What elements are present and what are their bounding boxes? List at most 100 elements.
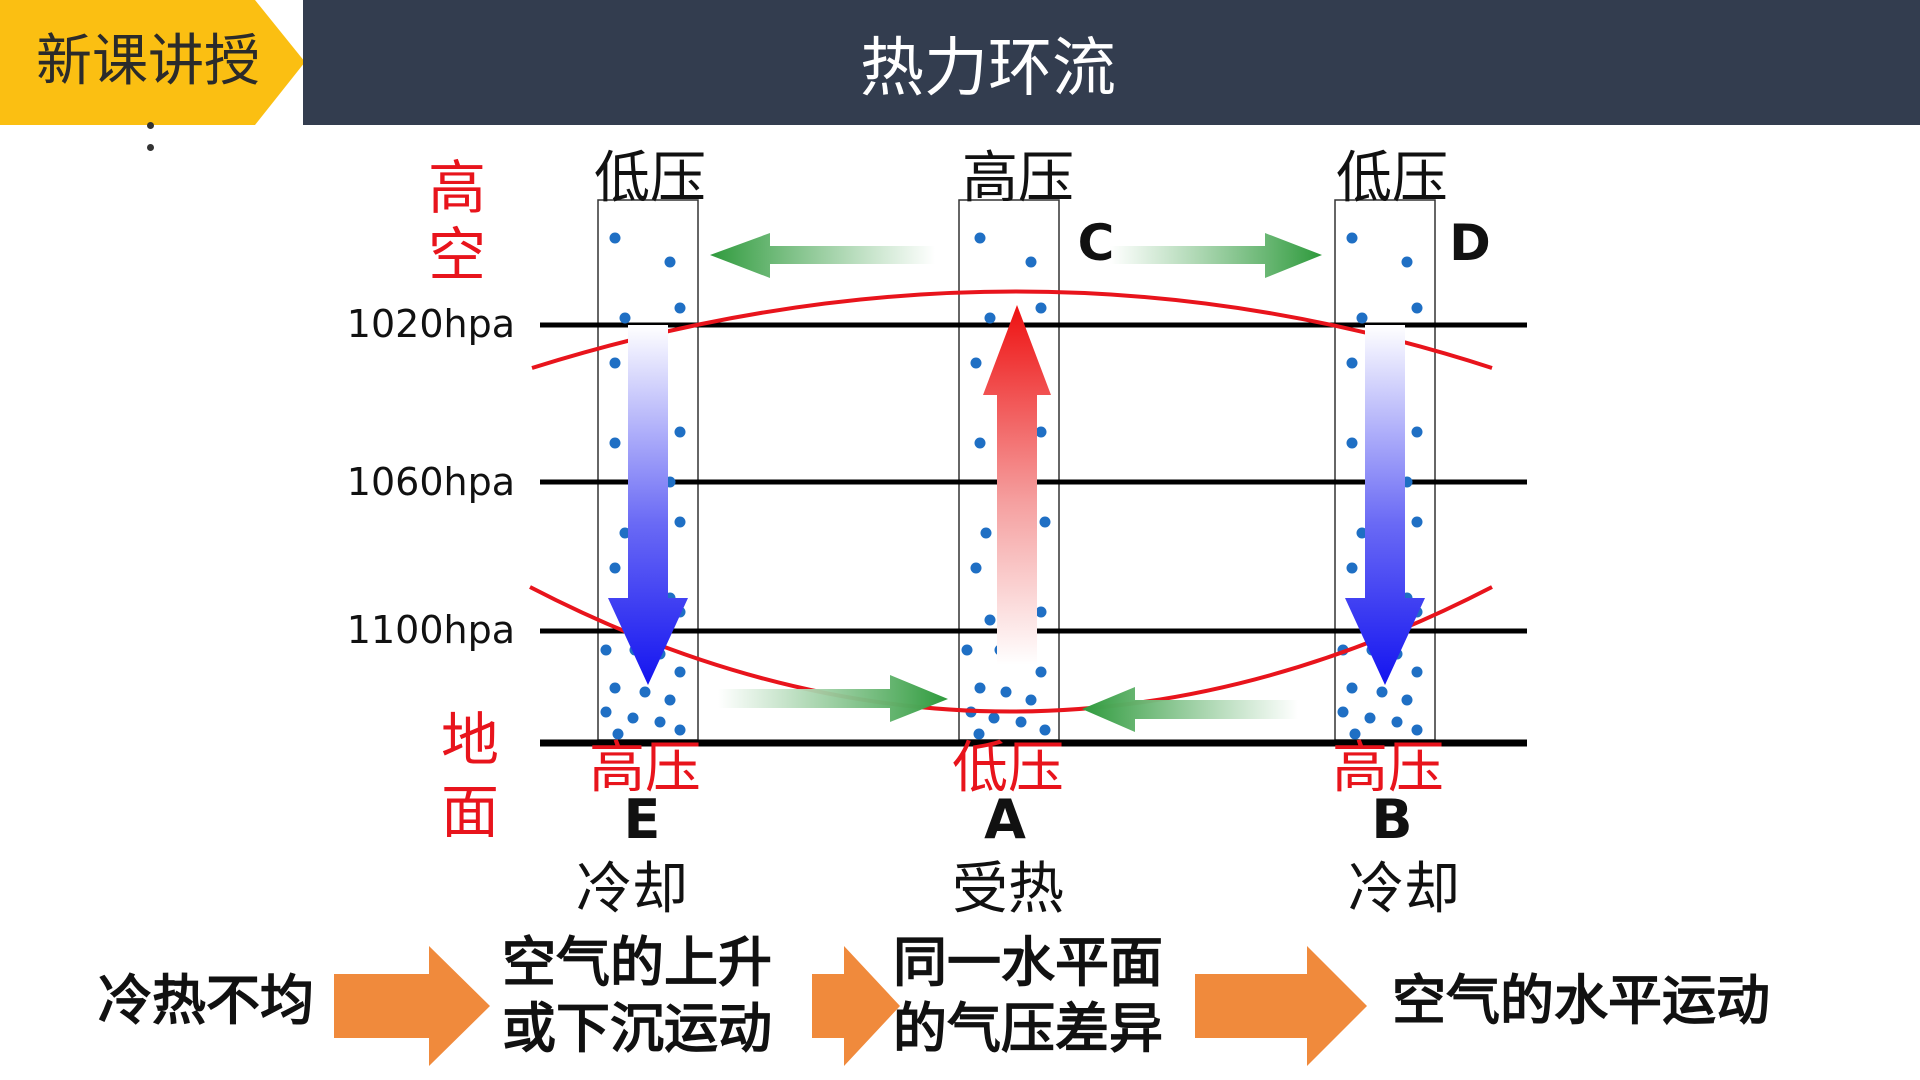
flow-step-uneven-heating: 冷热不均 <box>98 969 314 1032</box>
side-label-lower: 地 面 <box>441 706 499 846</box>
isobar-label-1100: 1100hpa <box>347 608 515 652</box>
air-molecule-dot <box>1035 426 1047 438</box>
flow-arrow-3 <box>1195 946 1367 1066</box>
air-molecule-dot <box>974 437 986 449</box>
air-molecule-dot <box>1401 694 1413 706</box>
air-molecule-dot <box>1346 682 1358 694</box>
air-molecule-dot <box>674 426 686 438</box>
air-molecule-dot <box>1039 724 1051 736</box>
rising-air-arrow-A <box>983 305 1051 665</box>
air-molecule-dot <box>1349 728 1361 740</box>
flow-step-vertical-motion-2: 或下沉运动 <box>502 997 772 1060</box>
air-molecule-dot <box>619 527 631 539</box>
isobar-label-1020: 1020hpa <box>347 302 515 346</box>
air-molecule-dot <box>961 644 973 656</box>
air-molecule-dot <box>1015 716 1027 728</box>
sinking-air-arrow-E <box>608 325 688 685</box>
air-molecule-dot <box>1039 516 1051 528</box>
air-molecule-dot <box>674 666 686 678</box>
upper-wind-arrow-to-E <box>710 233 935 278</box>
pressure-label-top-A: 高压 <box>962 146 1074 211</box>
air-molecule-dot <box>1025 694 1037 706</box>
air-molecule-dot <box>664 256 676 268</box>
pressure-label-top-B: 低压 <box>1336 146 1448 211</box>
air-molecule-dot <box>984 312 996 324</box>
air-molecule-dot <box>1346 357 1358 369</box>
pressure-label-top-E: 低压 <box>594 146 706 211</box>
air-molecule-dot <box>609 357 621 369</box>
air-molecule-dot <box>1346 437 1358 449</box>
air-molecule-dot <box>609 562 621 574</box>
flow-arrow-2 <box>812 946 900 1066</box>
condition-label-B: 冷却 <box>1348 857 1460 920</box>
point-label-D: D <box>1449 214 1491 272</box>
air-molecule-dot <box>1356 312 1368 324</box>
pressure-label-ground-E: 高压 <box>589 736 701 801</box>
air-molecule-dot <box>612 728 624 740</box>
flow-step-horizontal-motion: 空气的水平运动 <box>1392 969 1770 1032</box>
air-molecule-dot <box>654 716 666 728</box>
pressure-label-ground-A: 低压 <box>952 736 1064 801</box>
air-molecule-dot <box>1346 562 1358 574</box>
air-molecule-dot <box>988 712 1000 724</box>
air-molecule-dot <box>1035 606 1047 618</box>
causal-flow: 冷热不均 空气的上升 或下沉运动 同一水平面 的气压差异 空气的水平运动 <box>0 920 1920 1080</box>
flow-step-vertical-motion-1: 空气的上升 <box>502 931 772 994</box>
air-molecule-dot <box>1364 712 1376 724</box>
air-molecule-dot <box>1346 232 1358 244</box>
air-molecule-dot <box>1035 302 1047 314</box>
air-molecule-dot <box>984 614 996 626</box>
thermal-circulation-diagram: 高 空 地 面 1020hpa 1060hpa 1100hpa 低压 高压 低压… <box>347 146 1527 920</box>
point-label-A: A <box>984 788 1026 851</box>
air-molecule-dot <box>609 232 621 244</box>
flow-step-pressure-difference-2: 的气压差异 <box>893 997 1163 1060</box>
surface-wind-arrow-B-to-A <box>1082 687 1298 732</box>
air-molecule-dot <box>1411 724 1423 736</box>
svg-text:空: 空 <box>428 221 486 289</box>
air-molecule-dot <box>619 312 631 324</box>
condition-label-A: 受热 <box>952 857 1064 920</box>
air-molecule-dot <box>664 694 676 706</box>
air-molecule-dot <box>600 706 612 718</box>
pressure-label-ground-B: 高压 <box>1332 736 1444 801</box>
point-label-B: B <box>1371 788 1412 851</box>
air-molecule-dot <box>674 302 686 314</box>
air-molecule-dot <box>1411 302 1423 314</box>
page-title: 热力环流 <box>860 32 1116 106</box>
upper-wind-arrow-to-B <box>1110 233 1322 278</box>
air-molecule-dot <box>1337 706 1349 718</box>
air-molecule-dot <box>1025 256 1037 268</box>
svg-text:高: 高 <box>428 154 486 222</box>
section-badge: 新课讲授 <box>0 0 305 125</box>
ellipsis-dots <box>147 122 155 156</box>
air-molecule-dot <box>1000 686 1012 698</box>
air-molecule-dot <box>609 437 621 449</box>
sinking-air-arrow-B <box>1345 325 1425 685</box>
air-molecule-dot <box>1411 516 1423 528</box>
section-label: 新课讲授 <box>36 29 260 94</box>
air-molecule-dot <box>1376 686 1388 698</box>
air-molecule-dot <box>1356 527 1368 539</box>
side-label-upper: 高 空 <box>428 154 486 289</box>
air-molecule-dot <box>1401 256 1413 268</box>
air-molecule-dot <box>627 712 639 724</box>
air-molecule-dot <box>674 516 686 528</box>
isobar-curve-upper <box>531 289 1493 370</box>
svg-text:面: 面 <box>441 778 499 846</box>
flow-step-pressure-difference-1: 同一水平面 <box>893 931 1163 994</box>
air-molecule-dot <box>1035 666 1047 678</box>
condition-label-E: 冷却 <box>576 857 688 920</box>
title-bar: 热力环流 <box>303 0 1920 125</box>
air-molecule-dot <box>1411 426 1423 438</box>
isobar-curve-lower <box>529 585 1493 714</box>
point-label-E: E <box>624 788 661 851</box>
air-molecule-dot <box>970 562 982 574</box>
isobar-label-1060: 1060hpa <box>347 460 515 504</box>
air-molecule-dot <box>1391 716 1403 728</box>
air-molecule-dot <box>974 232 986 244</box>
surface-wind-arrow-E-to-A <box>718 675 948 722</box>
air-molecule-dot <box>600 644 612 656</box>
air-molecule-dot <box>1411 666 1423 678</box>
air-molecule-dot <box>609 682 621 694</box>
air-molecule-dot <box>674 724 686 736</box>
